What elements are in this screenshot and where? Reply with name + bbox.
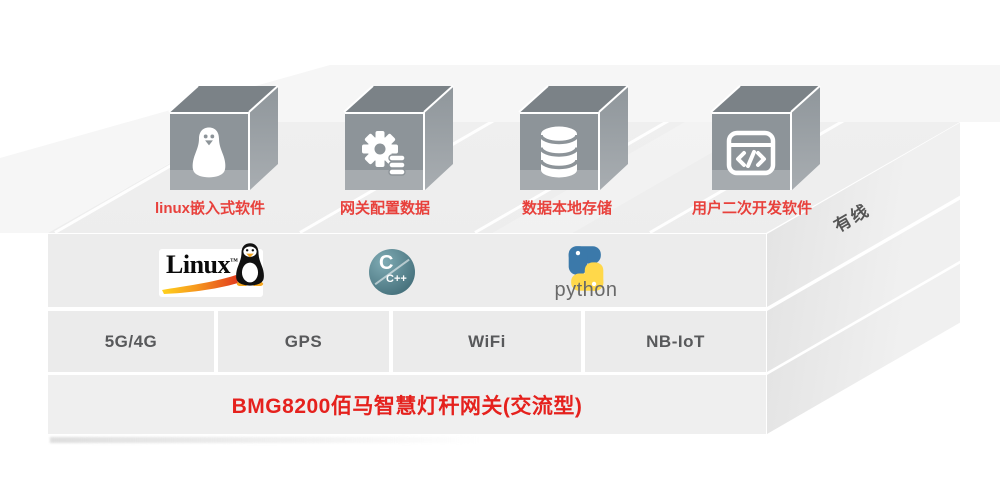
cube-front-face xyxy=(712,112,792,190)
connectivity-cell-5g4g: 5G/4G xyxy=(48,311,214,372)
connectivity-cell-gps: GPS xyxy=(218,311,389,372)
tux-icon xyxy=(236,243,264,286)
database-icon xyxy=(539,126,579,178)
product-title: BMG8200佰马智慧灯杆网关(交流型) xyxy=(231,394,583,418)
linux-wordmark: Linux™ xyxy=(166,250,238,279)
cube-label: linux嵌入式软件 xyxy=(154,200,265,217)
cube-front-face xyxy=(345,112,425,190)
cube-secondary-development xyxy=(710,85,821,190)
connectivity-cell-nbiot: NB-IoT xyxy=(585,311,766,372)
cube-label: 网关配置数据 xyxy=(339,200,430,217)
code-window-icon xyxy=(726,130,776,176)
cube-label: 数据本地存储 xyxy=(521,200,612,217)
cube-linux-embedded xyxy=(168,85,279,190)
c-label: C xyxy=(379,252,394,274)
tux-icon xyxy=(192,127,226,178)
c-cpp-logo: C C++ xyxy=(369,249,415,295)
product-row: BMG8200佰马智慧灯杆网关(交流型) xyxy=(48,375,766,434)
linux-swoosh-icon xyxy=(162,275,238,294)
linux-logo: Linux™ xyxy=(159,243,264,297)
connectivity-cell-wifi: WiFi xyxy=(393,311,581,372)
cube-gateway-config xyxy=(343,85,454,190)
cpp-label: C++ xyxy=(386,273,407,285)
cube-label: 用户二次开发软件 xyxy=(691,200,812,217)
python-wordmark: python xyxy=(554,279,618,301)
cube-front-face xyxy=(170,112,250,190)
cube-front-face xyxy=(520,112,600,190)
gear-coins-icon xyxy=(362,131,406,176)
base-shadow xyxy=(50,437,480,443)
cube-local-storage xyxy=(518,85,629,190)
python-snakes-icon xyxy=(568,246,604,291)
python-logo: python xyxy=(549,245,623,301)
